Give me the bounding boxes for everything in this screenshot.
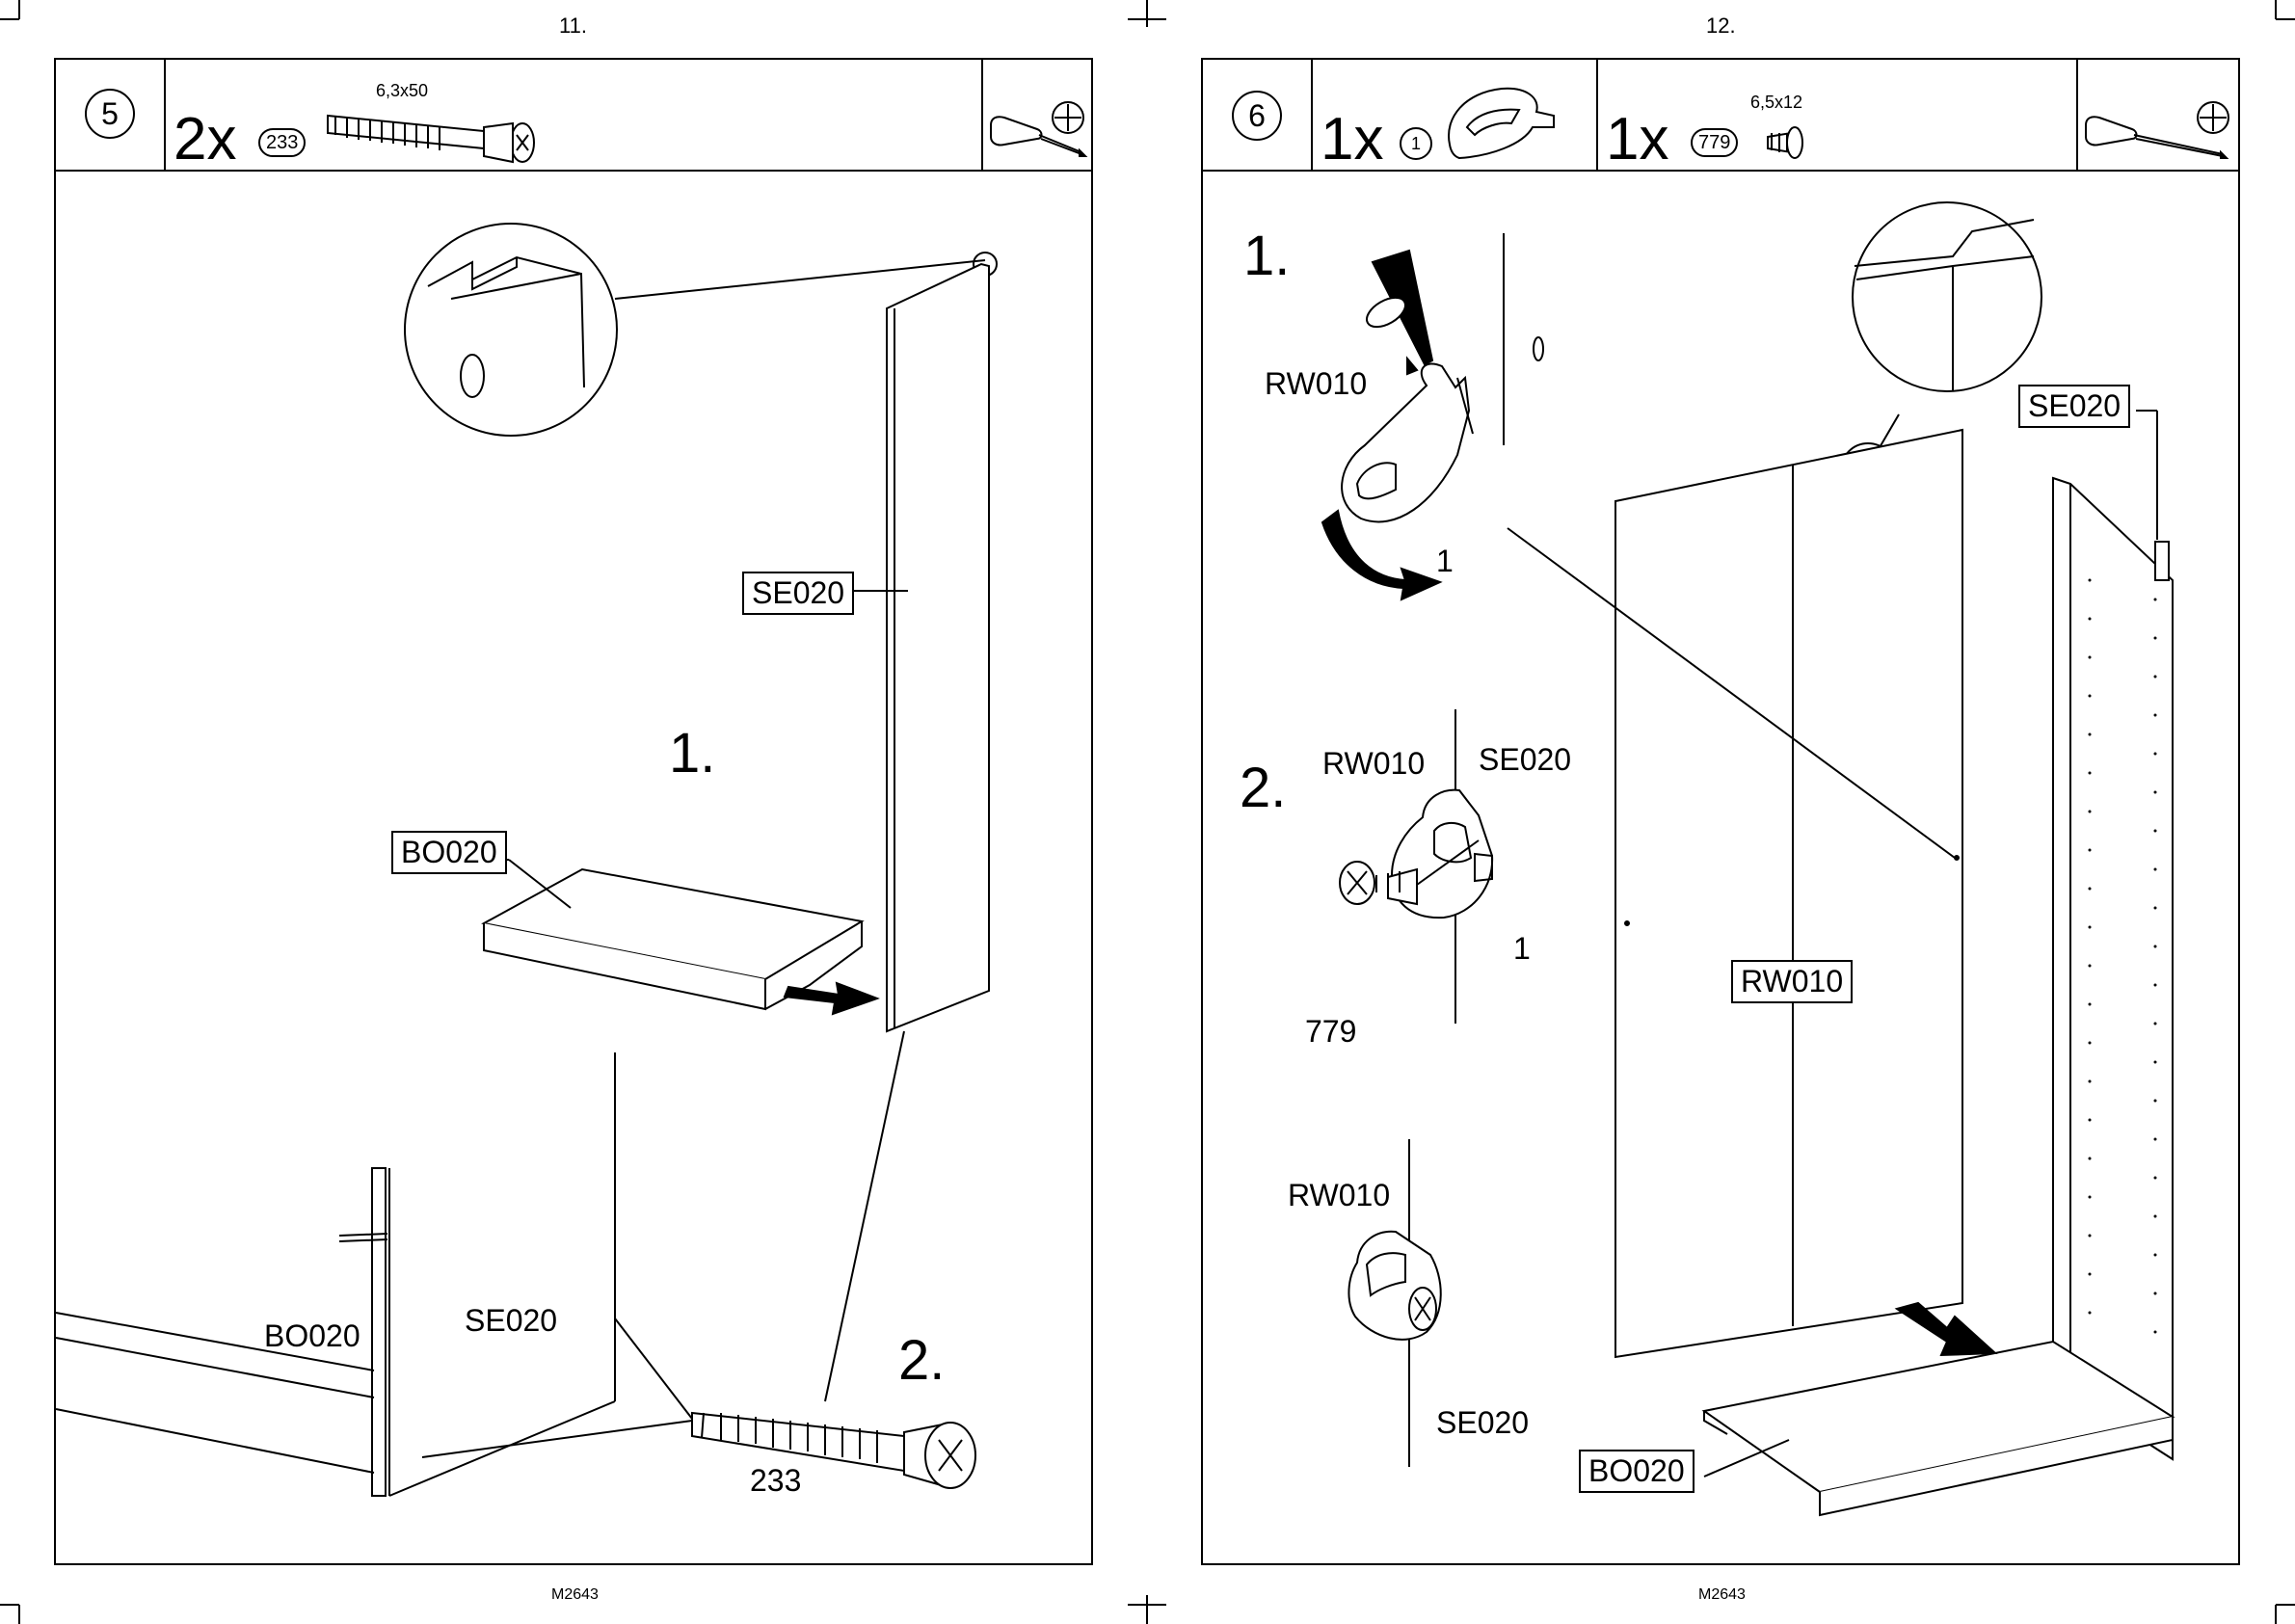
label-bo020: BO020 — [264, 1318, 360, 1354]
label-rw010: RW010 — [1288, 1178, 1390, 1213]
page-number: 12. — [1706, 13, 1736, 39]
label-rw010: RW010 — [1322, 746, 1425, 782]
label-screw-233: 233 — [750, 1463, 801, 1499]
page-number: 11. — [559, 13, 587, 39]
label-rw010: RW010 — [1265, 366, 1367, 402]
sub-step-2: 2. — [1240, 756, 1286, 820]
footer-model: M2643 — [551, 1586, 599, 1604]
label-screw-779: 779 — [1305, 1014, 1356, 1050]
label-bo020-box: BO020 — [391, 831, 507, 874]
sub-step-2: 2. — [898, 1328, 945, 1393]
label-se020: SE020 — [1436, 1405, 1529, 1441]
label-se020-box: SE020 — [742, 572, 854, 615]
label-bo020-box: BO020 — [1579, 1450, 1695, 1493]
label-cam-1: 1 — [1436, 544, 1454, 579]
label-se020-box: SE020 — [2018, 385, 2130, 428]
label-cam-1: 1 — [1513, 931, 1531, 967]
assembly-drawing-step6 — [1203, 60, 2242, 1567]
sub-step-1: 1. — [1243, 224, 1290, 288]
label-rw010-box: RW010 — [1731, 960, 1853, 1003]
label-se020: SE020 — [1479, 742, 1571, 778]
sub-step-1: 1. — [669, 721, 715, 785]
step-panel-6: 6 1x 1 1x 779 6,5x12 — [1201, 58, 2240, 1565]
label-se020: SE020 — [465, 1303, 557, 1339]
footer-model: M2643 — [1698, 1586, 1746, 1604]
step-panel-5: 5 2x 233 6,3x50 — [54, 58, 1093, 1565]
